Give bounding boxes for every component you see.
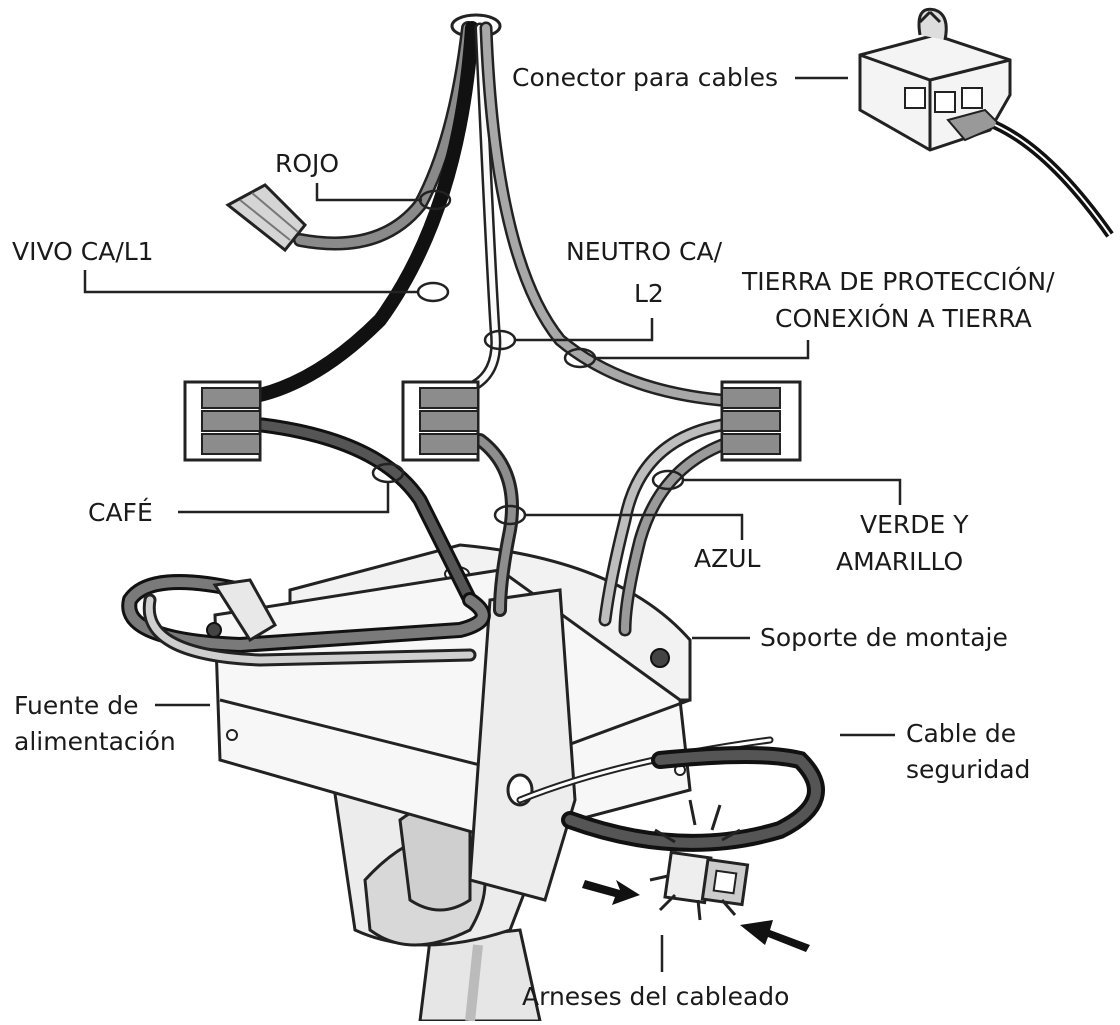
label-vivo: VIVO CA/L1 [12,237,154,266]
wires [121,21,825,852]
wire-nut [225,183,308,253]
lever-connector-middle [401,380,480,462]
label-verde-1: VERDE Y [860,510,969,539]
label-arneses: Arneses del cableado [522,982,789,1011]
label-tierra-1: TIERRA DE PROTECCIÓN/ [741,266,1055,296]
label-fuente-1: Fuente de [14,691,138,720]
spark-icon [649,799,741,921]
label-soporte: Soporte de montaje [760,623,1008,652]
label-rojo: ROJO [275,149,339,178]
label-neutro-1: NEUTRO CA/ [566,237,723,266]
label-cable-2: seguridad [906,755,1030,784]
label-conector: Conector para cables [512,63,778,92]
lever-connector-right [720,380,802,462]
label-azul: AZUL [694,544,761,573]
label-cafe: CAFÉ [88,498,153,527]
label-cable-1: Cable de [906,719,1016,748]
bracket-screw [650,648,670,668]
lever-connector-left [183,380,262,462]
cable-clamp [212,578,278,643]
harness-plug [663,850,750,907]
leader-lines [83,76,902,972]
bracket-screw-left [206,622,222,638]
label-fuente-2: alimentación [14,727,176,756]
label-neutro-2: L2 [634,279,664,308]
push-arrows [582,880,810,952]
label-tierra-2: CONEXIÓN A TIERRA [775,303,1032,333]
connector-detail [858,7,1114,238]
label-verde-2: AMARILLO [836,547,963,576]
